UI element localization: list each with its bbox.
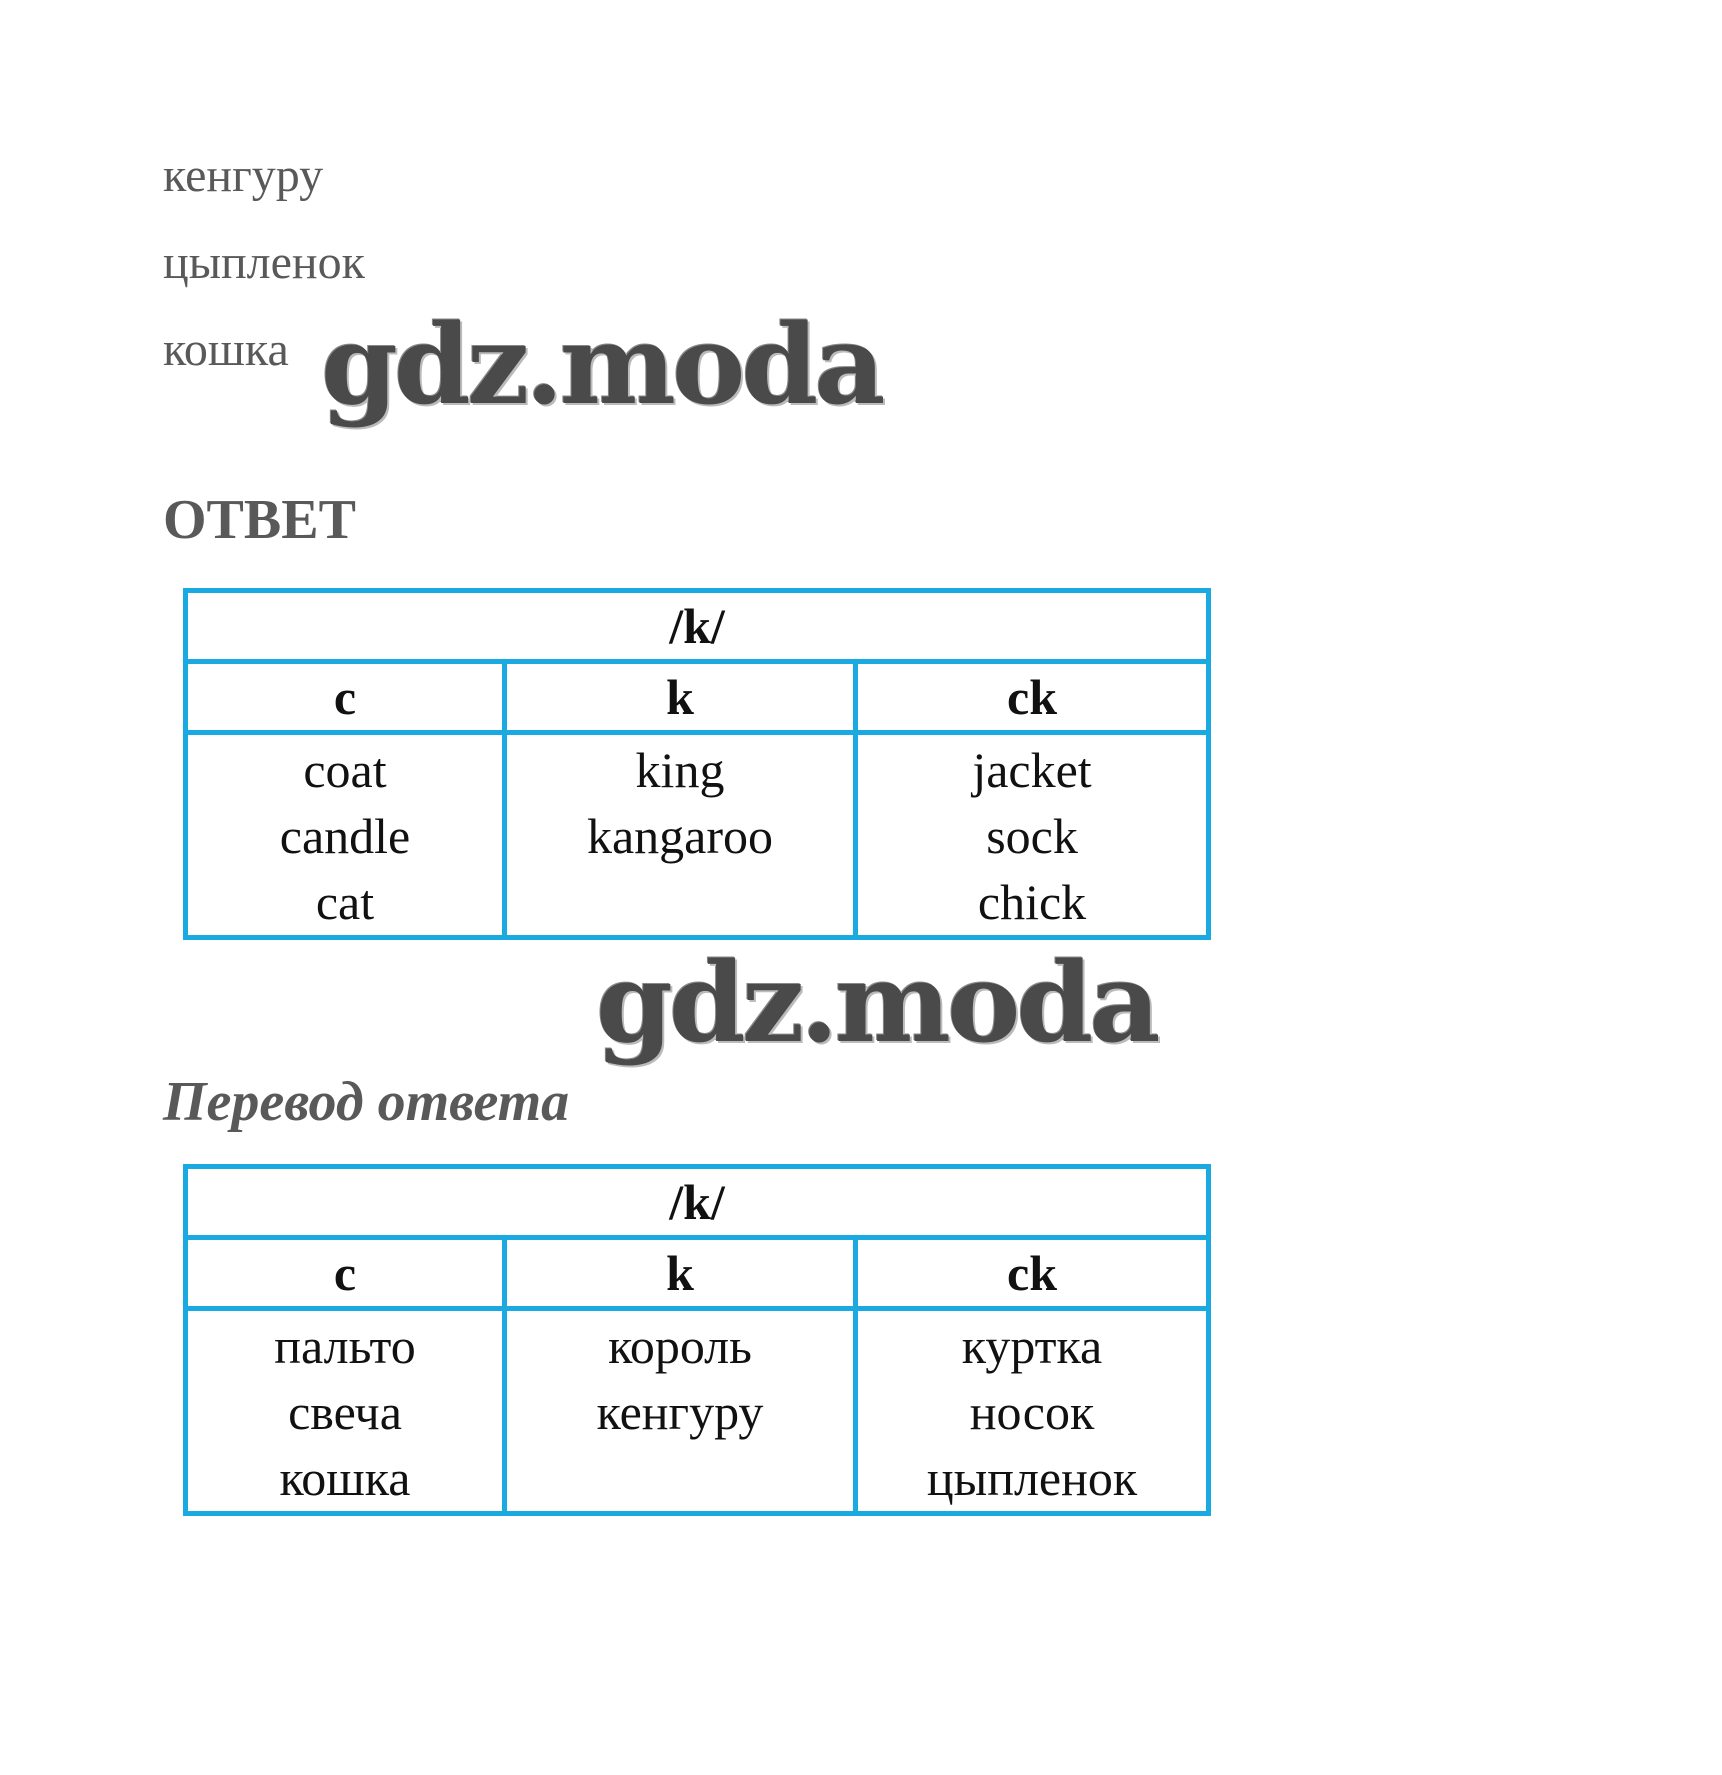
list-item: coat <box>303 742 387 798</box>
translation-table: /k/ c k ck пальто свеча кошка король кен… <box>182 1164 1212 1516</box>
list-item: chick <box>977 874 1087 930</box>
column-header: k <box>502 1235 858 1311</box>
answer-heading: ОТВЕТ <box>163 489 356 551</box>
column-cell: jacket sock chick <box>852 730 1212 940</box>
word-chick: цыпленок <box>163 236 365 289</box>
list-item: sock <box>986 808 1078 864</box>
table-title: /k/ <box>182 1164 1212 1240</box>
column-header: c <box>183 1235 507 1311</box>
column-header: ck <box>852 659 1212 735</box>
column-header: c <box>183 659 507 735</box>
column-cell: coat candle cat <box>183 730 507 940</box>
watermark: gdz.moda <box>596 938 1161 1067</box>
list-item: пальто <box>274 1318 416 1374</box>
word-kangaroo: кенгуру <box>163 149 324 202</box>
list-item: jacket <box>972 742 1092 798</box>
list-item: цыпленок <box>926 1450 1138 1506</box>
column-cell: король кенгуру <box>502 1306 858 1516</box>
answer-table: /k/ c k ck coat candle cat king kangaroo… <box>182 588 1212 940</box>
list-item: cat <box>315 874 375 930</box>
list-item: куртка <box>961 1318 1103 1374</box>
list-item: носок <box>969 1384 1095 1440</box>
translation-heading: Перевод ответа <box>163 1071 570 1133</box>
table-title: /k/ <box>182 588 1212 664</box>
list-item: king <box>635 742 725 798</box>
column-cell: куртка носок цыпленок <box>852 1306 1212 1516</box>
list-item: kangaroo <box>586 808 774 864</box>
list-item: кенгуру <box>596 1384 764 1440</box>
column-header: k <box>502 659 858 735</box>
list-item: candle <box>279 808 411 864</box>
list-item: король <box>608 1318 752 1374</box>
column-header: ck <box>852 1235 1212 1311</box>
list-item: кошка <box>279 1450 411 1506</box>
watermark: gdz.moda <box>321 300 886 429</box>
column-cell: king kangaroo <box>502 730 858 940</box>
word-cat: кошка <box>163 323 289 376</box>
column-cell: пальто свеча кошка <box>183 1306 507 1516</box>
list-item: свеча <box>288 1384 402 1440</box>
